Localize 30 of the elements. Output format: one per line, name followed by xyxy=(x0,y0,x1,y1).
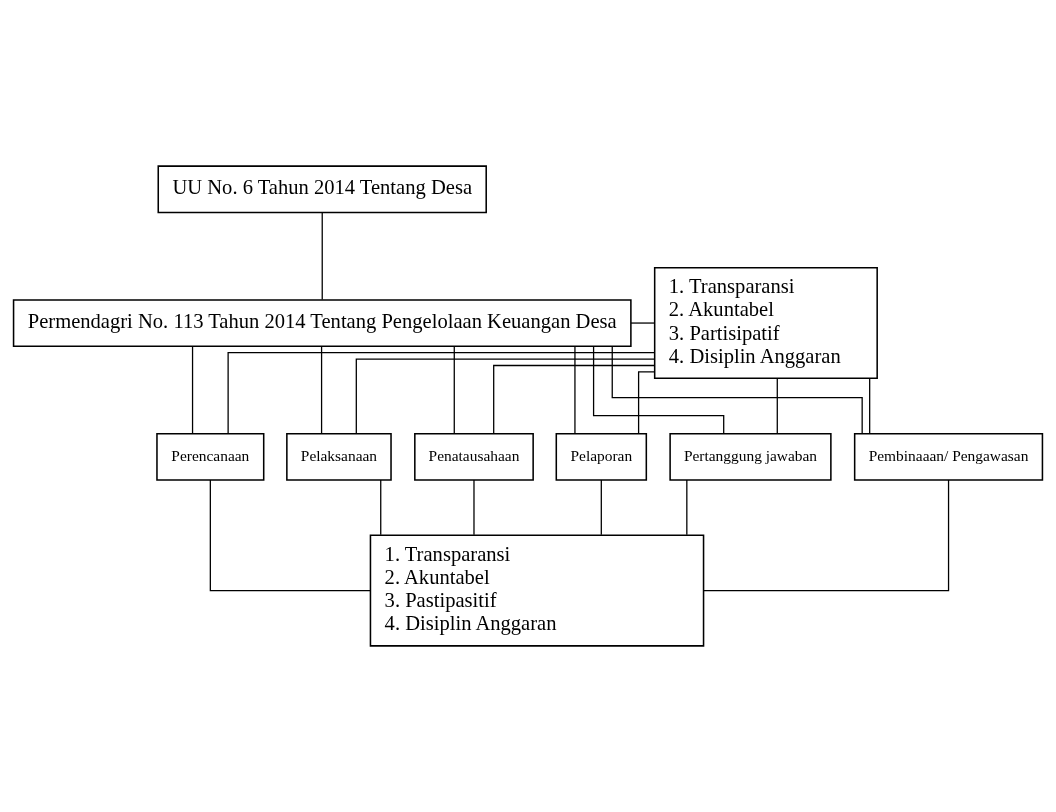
connector xyxy=(209,479,371,592)
node-box: Pertanggung jawaban xyxy=(669,432,832,481)
connector xyxy=(321,211,323,301)
node-box: Pelaporan xyxy=(555,432,648,481)
connector xyxy=(611,345,863,435)
connector xyxy=(592,345,725,434)
node-box: Permendagri No. 113 Tahun 2014 Tentang Pengelolaan Keuangan Desa xyxy=(12,299,632,347)
connector xyxy=(355,358,656,435)
connector xyxy=(574,345,576,434)
node-box: 1. Transparansi 2. Akuntabel 3. Partisipatif 4. Disiplin Anggaran xyxy=(653,267,878,380)
node-box: Pembinaaan/ Pengawasan xyxy=(853,432,1044,481)
connector xyxy=(473,479,475,536)
connector xyxy=(227,352,656,434)
connector xyxy=(703,479,950,592)
connector xyxy=(380,479,382,536)
connector xyxy=(191,345,194,434)
connector xyxy=(453,345,455,434)
connector xyxy=(686,479,688,536)
node-box: UU No. 6 Tahun 2014 Tentang Desa xyxy=(157,165,487,214)
node-box: 1. Transparansi 2. Akuntabel 3. Pastipasitif 4. Disiplin Anggaran xyxy=(369,534,705,647)
connector xyxy=(776,377,778,435)
connector xyxy=(630,322,655,324)
connector xyxy=(493,364,656,434)
connector xyxy=(600,479,602,536)
node-box: Perencanaan xyxy=(156,432,265,481)
connector xyxy=(637,371,655,435)
node-box: Penatausahaan xyxy=(414,432,534,481)
connector xyxy=(320,345,323,434)
node-box: Pelaksanaan xyxy=(286,432,392,481)
connector xyxy=(869,377,871,435)
